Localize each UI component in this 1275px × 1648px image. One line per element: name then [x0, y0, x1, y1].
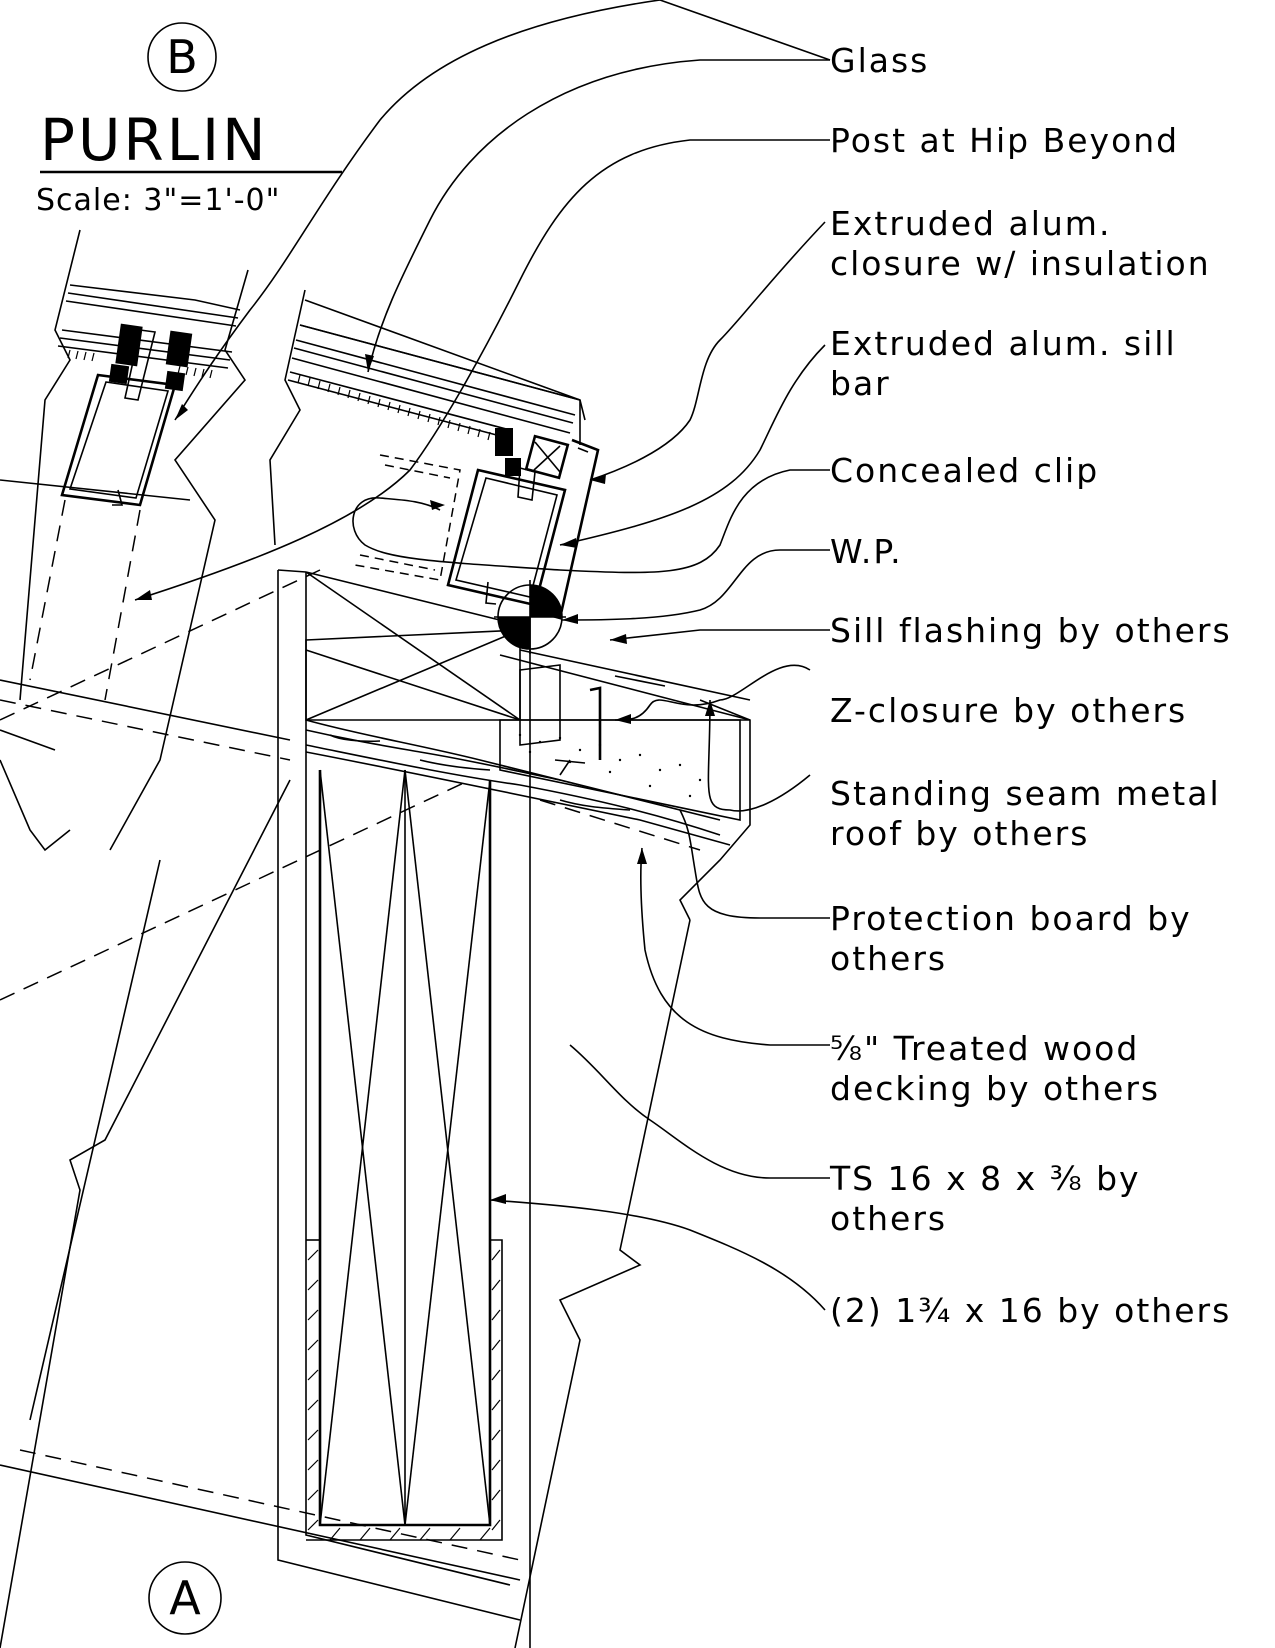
title-block: B PURLIN Scale: 3"=1'-0" — [36, 22, 342, 218]
label-sill-flashing: Sill flashing by others — [830, 611, 1232, 650]
label-sill-bar: Extruded alum. sill bar — [830, 324, 1189, 403]
detail-scale: Scale: 3"=1'-0" — [36, 183, 280, 218]
label-ts-tube: TS 16 x 8 x ⅜ by others — [829, 1159, 1153, 1238]
callout-labels: Glass Post at Hip Beyond Extruded alum. … — [829, 41, 1233, 1330]
label-z-closure: Z-closure by others — [830, 691, 1187, 730]
label-standing-seam: Standing seam metal roof by others — [830, 774, 1233, 853]
leader-lines — [134, 0, 831, 1311]
detail-bubble-b — [147, 22, 217, 92]
purlin-body — [277, 569, 751, 1648]
label-closure: Extruded alum. closure w/ insulation — [830, 204, 1211, 283]
detail-bubble-letter: B — [166, 30, 198, 84]
reference-bubble-letter: A — [169, 1571, 201, 1625]
label-protection-board: Protection board by others — [830, 899, 1204, 978]
label-lumber: (2) 1¾ x 16 by others — [830, 1291, 1231, 1330]
hip-outline — [0, 569, 751, 1648]
label-concealed-clip: Concealed clip — [830, 451, 1099, 490]
label-glass: Glass — [830, 41, 929, 80]
reference-bubble-a: A — [148, 1561, 222, 1635]
detail-title: PURLIN — [40, 106, 269, 174]
label-wp: W.P. — [830, 532, 903, 571]
label-wood-decking: ⅝" Treated wood decking by others — [830, 1029, 1160, 1108]
label-post-at-hip: Post at Hip Beyond — [830, 121, 1179, 160]
left-mullion — [0, 229, 249, 851]
sill-assembly — [269, 289, 600, 654]
